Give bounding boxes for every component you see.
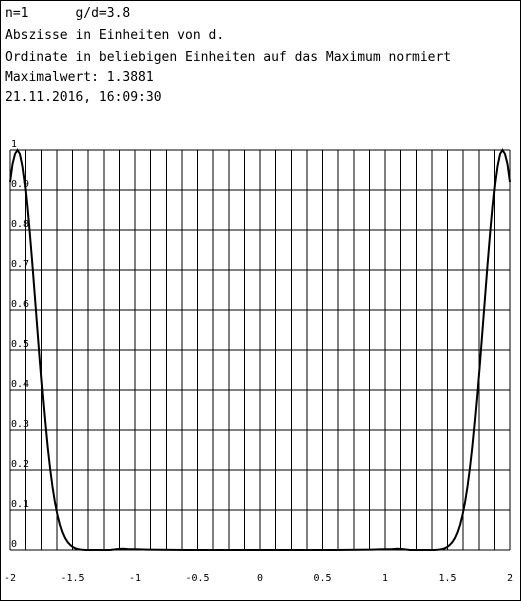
y-tick-label: 0.4 <box>11 379 29 390</box>
x-tick-label: 2 <box>507 573 513 584</box>
y-tick-label: 0 <box>11 539 17 550</box>
y-tick-label: 0.3 <box>11 419 29 430</box>
y-tick-label: 0.6 <box>11 299 29 310</box>
y-tick-label: 0.5 <box>11 339 29 350</box>
y-tick-label: 0.1 <box>11 499 29 510</box>
y-tick-labels: 0 0.1 0.2 0.3 0.4 0.5 0.6 0.7 0.8 0.9 1 <box>11 139 29 550</box>
timestamp-line: 21.11.2016, 16:09:30 <box>5 90 162 105</box>
max-value-line: Maximalwert: 1.3881 <box>5 70 154 85</box>
x-tick-label: -1.5 <box>60 573 84 584</box>
y-tick-label: 0.9 <box>11 179 29 190</box>
x-tick-label: -0.5 <box>185 573 209 584</box>
x-tick-label: -2 <box>4 573 16 584</box>
abscissa-note: Abszisse in Einheiten von d. <box>5 28 225 43</box>
parameter-line: n=1 g/d=3.8 <box>5 6 131 21</box>
intensity-curve <box>9 148 511 551</box>
ordinate-note: Ordinate in beliebigen Einheiten auf das… <box>5 50 452 65</box>
y-tick-label: 0.2 <box>11 459 29 470</box>
y-tick-label: 1 <box>11 139 17 150</box>
x-tick-label: 1 <box>382 573 388 584</box>
x-tick-label: -1 <box>129 573 141 584</box>
x-tick-label: 0.5 <box>313 573 331 584</box>
x-tick-label: 0 <box>257 573 263 584</box>
x-tick-label: 1.5 <box>438 573 456 584</box>
y-tick-label: 0.8 <box>11 219 29 230</box>
x-tick-labels: -2 -1.5 -1 -0.5 0 0.5 1 1.5 2 <box>4 573 513 584</box>
y-tick-label: 0.7 <box>11 259 29 270</box>
grid-lines <box>9 149 511 551</box>
